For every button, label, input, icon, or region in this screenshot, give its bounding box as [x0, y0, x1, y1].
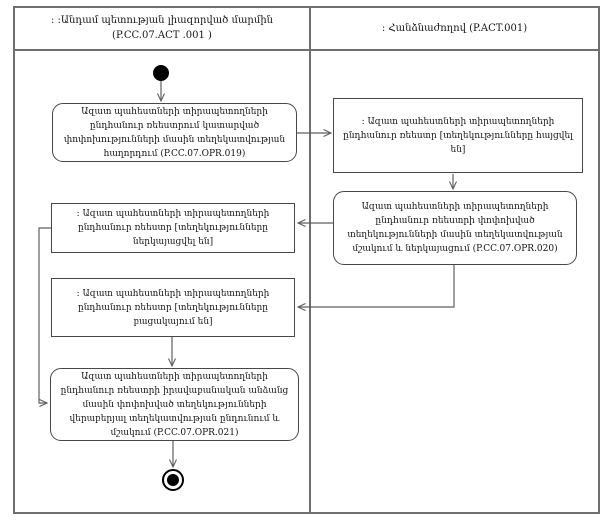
action-node-label: Ազատ պահեստների տիրապետողների ընդհանուր … — [347, 202, 563, 254]
flow-opr020-to-registry-absent — [296, 265, 455, 311]
diagram-frame — [13, 6, 600, 514]
final-node-icon — [162, 469, 184, 491]
action-node-opr020: Ազատ պահեստների տիրապետողների ընդհանուր … — [333, 191, 577, 265]
object-node-registry-presented: : Ազատ պահեստների տիրապետողների ընդհանու… — [51, 203, 295, 253]
lane-header-member-state-body: : :Անդամ պետության լիազորված մարմին (P.C… — [15, 8, 309, 48]
object-node-label: : Ազատ պահեստների տիրապետողների ընդհանու… — [76, 288, 270, 327]
action-node-opr021: Ազատ պահեստների տիրապետողների ընդհանուր … — [50, 368, 299, 441]
object-node-registry-requested: : Ազատ պահեստների տիրապետողների ընդհանու… — [333, 98, 583, 173]
object-node-label: : Ազատ պահեստների տիրապետողների ընդհանու… — [76, 209, 270, 247]
lane-title: : :Անդամ պետության լիազորված մարմին — [50, 15, 274, 26]
object-node-registry-absent: : Ազատ պահեստների տիրապետողների ընդհանու… — [51, 278, 295, 337]
action-node-label: Ազատ պահեստների տիրապետողների ընդհանուր … — [63, 106, 286, 159]
lane-code: (P.CC.07.ACT .001 ) — [112, 30, 212, 41]
lane-header-commission: : Հանձնաժողով (P.ACT.001) — [311, 8, 598, 48]
lane-header-separator — [13, 49, 600, 51]
initial-node-icon — [153, 65, 169, 81]
action-node-opr019: Ազատ պահեստների տիրապետողների ընդհանուր … — [52, 103, 297, 162]
lane-title: : Հանձնաժողով (P.ACT.001) — [381, 22, 528, 34]
object-node-label: : Ազատ պահեստների տիրապետողների ընդհանու… — [343, 116, 573, 155]
flow-registry-presented-to-opr021 — [38, 227, 51, 407]
lane-divider — [309, 6, 311, 514]
action-node-label: Ազատ պահեստների տիրապետողների ընդհանուր … — [60, 371, 289, 438]
final-node-inner-dot — [167, 474, 179, 486]
